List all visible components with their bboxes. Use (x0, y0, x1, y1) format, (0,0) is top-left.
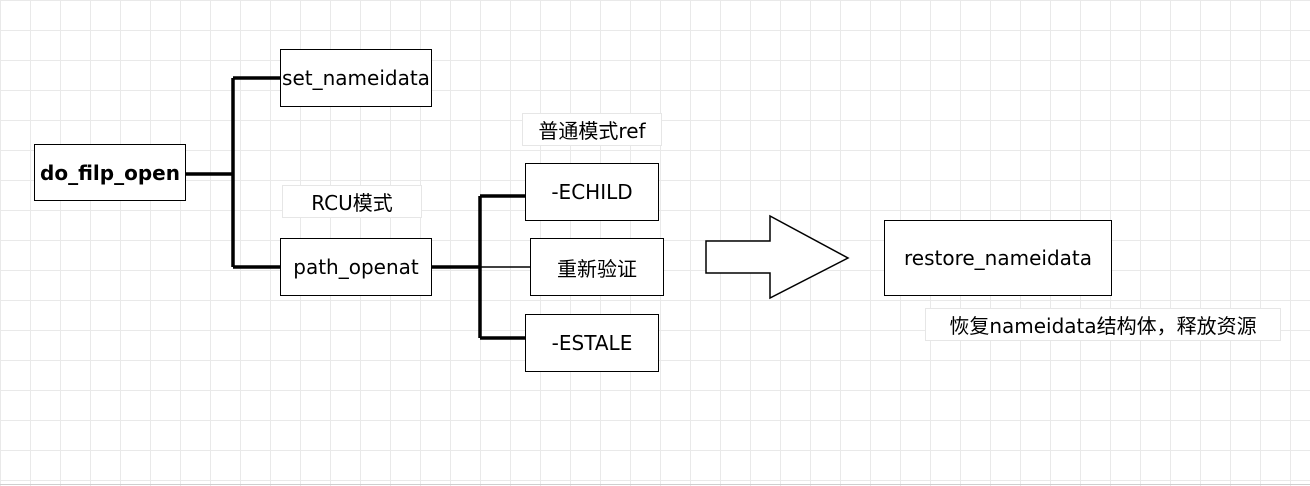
node-path-openat: path_openat (280, 238, 432, 296)
node-do-filp-open: do_filp_open (34, 144, 186, 201)
node-set-nameidata: set_nameidata (280, 49, 432, 107)
label-restore-desc: 恢复nameidata结构体，释放资源 (925, 308, 1281, 341)
label-ref-mode: 普通模式ref (522, 113, 662, 146)
node-echild: -ECHILD (525, 163, 659, 221)
connector-do-filp-open (186, 76, 280, 269)
canvas-bottom-border (0, 484, 1310, 485)
big-arrow-right (705, 214, 850, 300)
node-revalidate: 重新验证 (530, 238, 664, 296)
node-estale: -ESTALE (525, 314, 659, 372)
node-restore-nameidata: restore_nameidata (884, 220, 1112, 296)
label-rcu-mode: RCU模式 (282, 185, 422, 218)
